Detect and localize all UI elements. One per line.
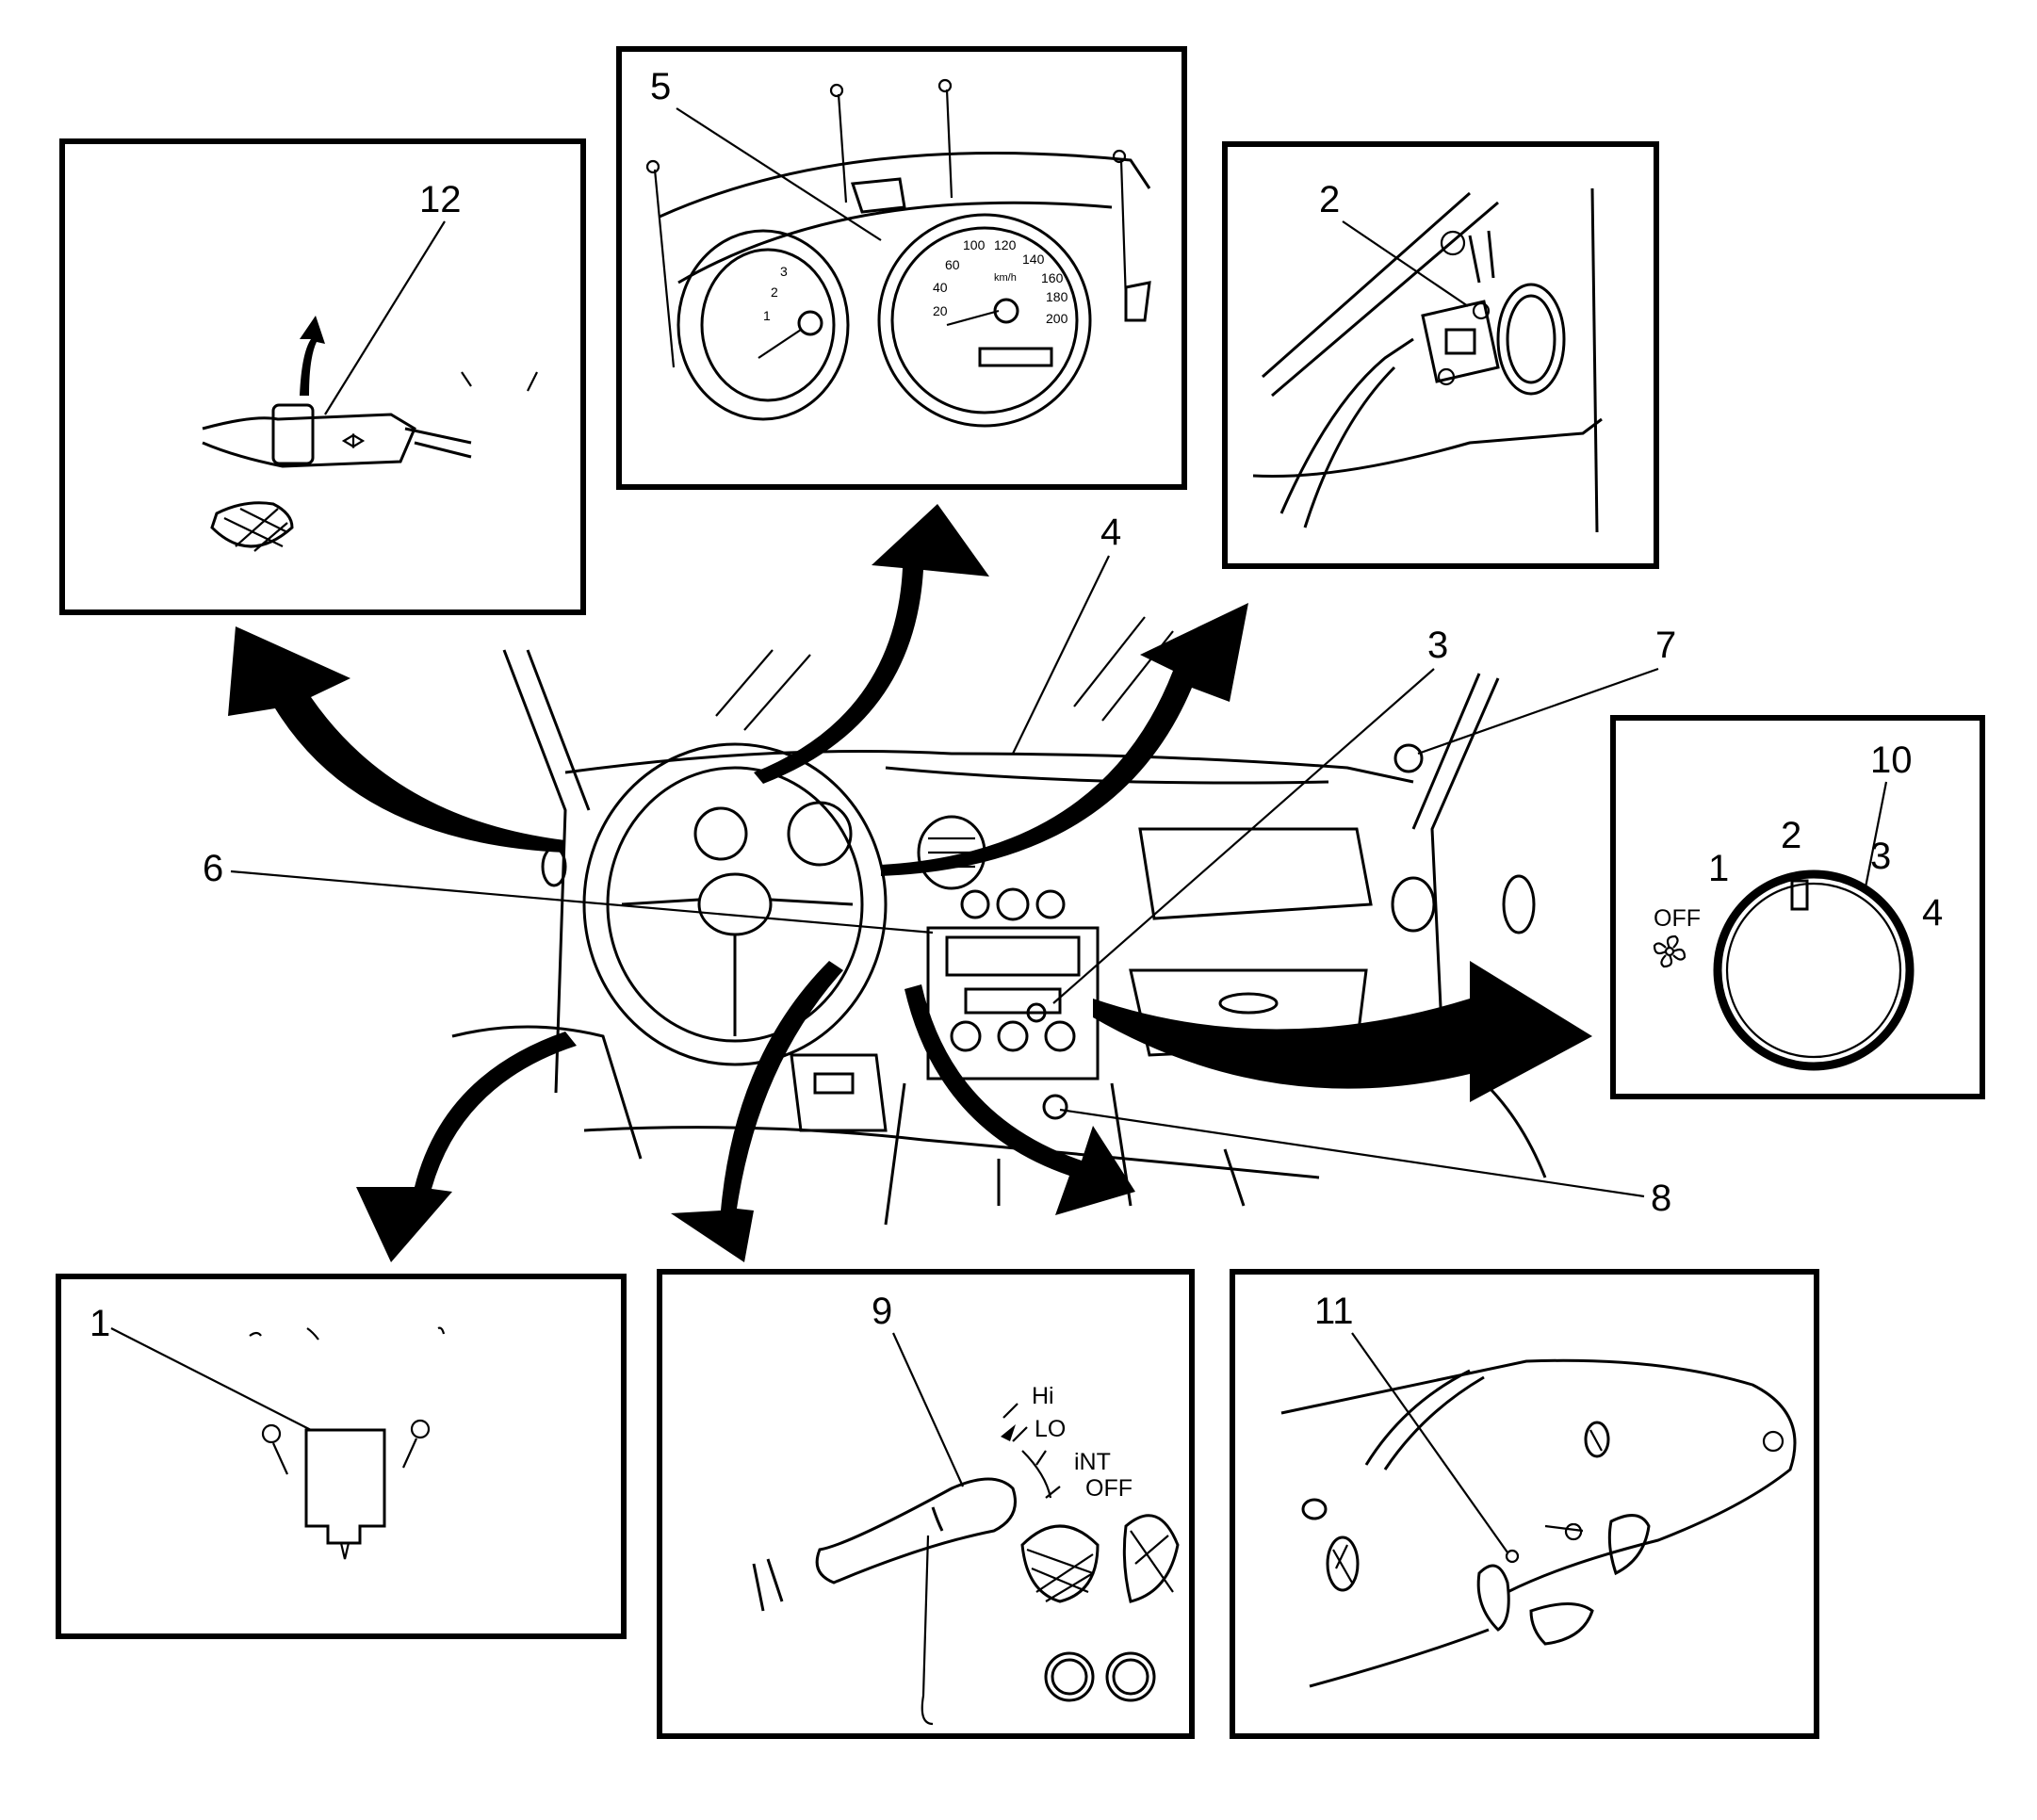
fan-position-4: 4 — [1922, 892, 1943, 934]
svg-text:180: 180 — [1046, 289, 1068, 304]
tachometer-scale: 1 2 3 — [763, 264, 788, 323]
callout-1: 1 — [90, 1303, 110, 1344]
fan-off-label: OFF — [1654, 905, 1701, 932]
svg-text:120: 120 — [994, 237, 1017, 252]
inset-fan-switch: OFF 1 2 3 4 10 — [1610, 715, 1985, 1099]
callout-2: 2 — [1319, 179, 1340, 220]
leader-1 — [110, 1327, 312, 1431]
wiper-position-lo: LO — [1035, 1416, 1066, 1442]
svg-text:160: 160 — [1041, 270, 1064, 285]
fan-position-1: 1 — [1708, 848, 1729, 889]
callout-11: 11 — [1314, 1291, 1354, 1332]
leader-3 — [1052, 668, 1435, 1004]
svg-text:3: 3 — [780, 264, 788, 279]
inset-wiper-switch: Hi LO iNT OFF 9 — [657, 1269, 1195, 1739]
callout-5: 5 — [650, 66, 671, 107]
inset-instrument-cluster: 20 40 60 100 120 140 160 180 200 km/h 1 … — [616, 46, 1187, 490]
inset-control-module: 1 — [56, 1274, 627, 1639]
leader-9 — [891, 1332, 965, 1487]
inset-under-dash-panel: 11 — [1230, 1269, 1819, 1739]
leader-4 — [1012, 555, 1110, 755]
svg-text:km/h: km/h — [994, 272, 1017, 284]
wiper-position-off: OFF — [1085, 1475, 1133, 1502]
svg-text:60: 60 — [945, 257, 960, 272]
leader-2 — [1342, 220, 1469, 307]
svg-text:40: 40 — [933, 280, 948, 295]
callout-12: 12 — [419, 179, 462, 220]
svg-text:2: 2 — [771, 284, 778, 300]
svg-text:100: 100 — [963, 237, 986, 252]
callout-3: 3 — [1427, 625, 1448, 666]
fan-icon — [1653, 934, 1687, 968]
fan-position-2: 2 — [1781, 815, 1801, 856]
callout-6: 6 — [203, 848, 223, 889]
fan-position-3: 3 — [1870, 836, 1891, 877]
callout-8: 8 — [1651, 1178, 1671, 1219]
wiper-position-int: iNT — [1074, 1449, 1111, 1475]
arrows — [228, 504, 1592, 1262]
svg-text:140: 140 — [1022, 252, 1045, 267]
leader-8 — [1059, 1108, 1645, 1198]
leader-6 — [230, 869, 934, 934]
leader-12 — [324, 220, 446, 415]
svg-text:200: 200 — [1046, 311, 1068, 326]
svg-text:20: 20 — [933, 303, 948, 318]
leader-7 — [1417, 667, 1659, 756]
callout-9: 9 — [872, 1291, 892, 1332]
leader-10 — [1864, 781, 1888, 888]
callout-4: 4 — [1100, 512, 1121, 553]
callout-7: 7 — [1655, 625, 1676, 666]
main-callouts: 4 3 7 6 8 — [203, 512, 1676, 1219]
wiper-position-hi: Hi — [1032, 1383, 1054, 1409]
callout-10: 10 — [1870, 739, 1913, 781]
inset-side-switch: 2 — [1222, 141, 1659, 569]
leader-11 — [1351, 1332, 1508, 1553]
steering-wheel — [582, 742, 888, 1066]
leader-5 — [676, 107, 882, 241]
inset-turn-signal-switch: 12 — [59, 138, 586, 615]
speedometer-scale: 20 40 60 100 120 140 160 180 200 km/h — [933, 237, 1068, 326]
svg-text:1: 1 — [763, 308, 771, 323]
